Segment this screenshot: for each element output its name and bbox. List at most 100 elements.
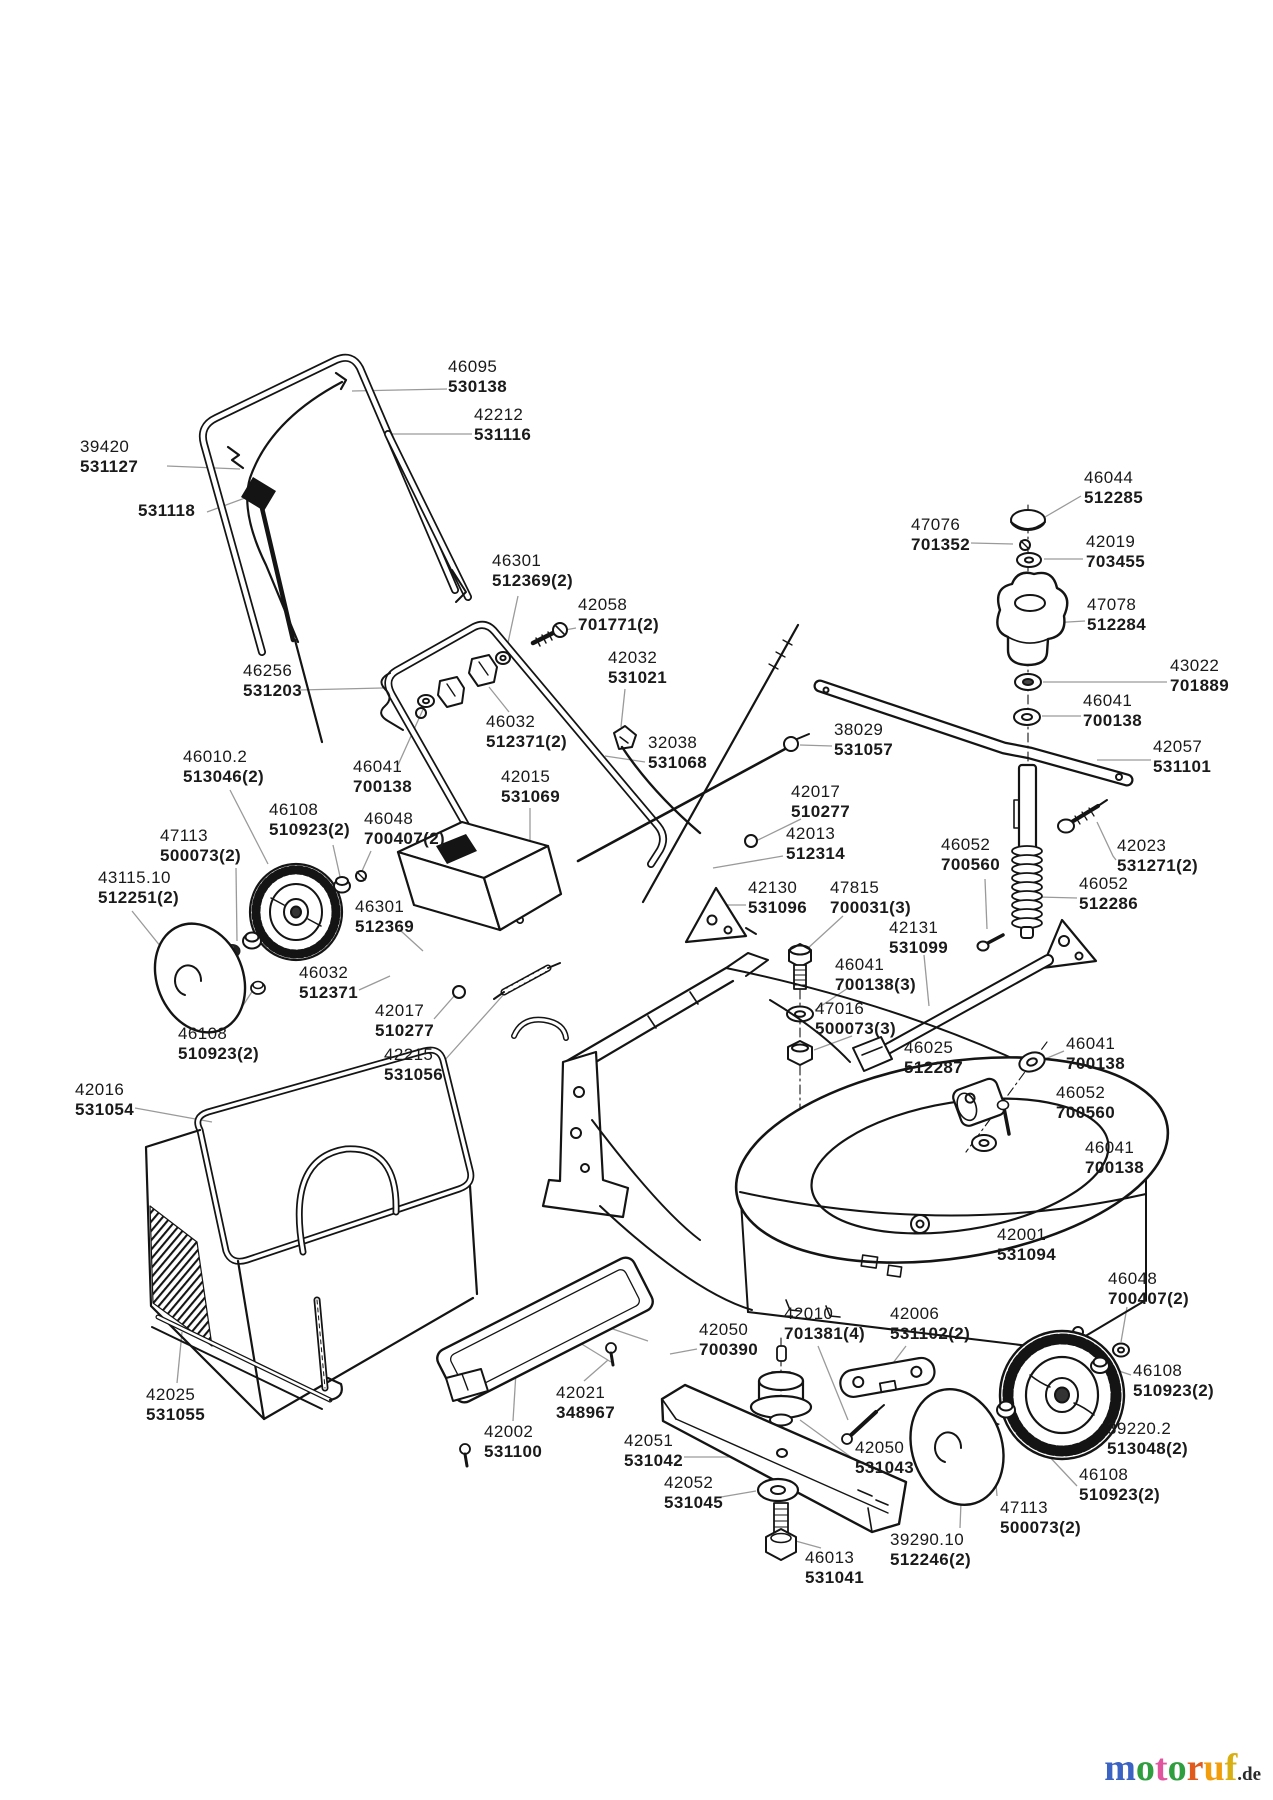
part-order-number: 500073(2) (160, 845, 242, 865)
mower-deck (541, 952, 1170, 1351)
part-code: 46052 (1079, 874, 1129, 893)
part-code: 46048 (364, 809, 414, 828)
part-code: 46032 (299, 963, 349, 982)
part-code: 42016 (75, 1080, 125, 1099)
part-order-number: 531043 (855, 1457, 915, 1477)
part-code: 42052 (664, 1473, 714, 1492)
part-code: 46032 (486, 712, 536, 731)
part-code: 47016 (815, 999, 865, 1018)
part-code: 42021 (556, 1383, 606, 1402)
left-wheel-assembly (153, 862, 367, 1034)
logo-letter: t (1154, 1747, 1168, 1789)
part-code: 42130 (748, 878, 798, 897)
logo-letter: m (1104, 1747, 1136, 1789)
upper-handlebar (198, 353, 472, 744)
deck-spring-hook (493, 962, 569, 1041)
deck-bolt-column (786, 943, 814, 1147)
part-order-number: 531127 (80, 456, 139, 476)
part-code: 39290.10 (890, 1530, 965, 1549)
linkage-brackets (684, 886, 1098, 1072)
part-order-number: 510923(2) (1079, 1484, 1161, 1504)
part-order-number: 531116 (474, 424, 532, 444)
part-code: 46052 (1056, 1083, 1106, 1102)
part-code: 46108 (178, 1024, 228, 1043)
part-order-number: 700138 (1083, 710, 1143, 730)
motoruf-logo[interactable]: motoruf.de (1104, 1749, 1261, 1794)
part-order-number: 701771(2) (578, 614, 660, 634)
part-code: 42051 (624, 1431, 674, 1450)
part-order-number: 512246(2) (890, 1549, 972, 1569)
part-code: 46108 (1079, 1465, 1129, 1484)
part-order-number: 531102(2) (890, 1323, 971, 1343)
part-order-number: 512371(2) (486, 731, 568, 751)
part-order-number: 531096 (748, 897, 808, 917)
part-code: 42212 (474, 405, 524, 424)
part-order-number: 700560 (941, 854, 1001, 874)
part-code: 46108 (1133, 1361, 1183, 1380)
part-order-number: 531203 (243, 680, 303, 700)
mulch-flap (436, 1256, 654, 1468)
part-code: 38029 (834, 720, 884, 739)
part-code: 46010.2 (183, 747, 248, 766)
part-order-number: 531069 (501, 786, 561, 806)
part-order-number: 512369 (355, 916, 415, 936)
part-order-number: 512286 (1079, 893, 1139, 913)
part-code: 32038 (648, 733, 698, 752)
part-code: 42215 (384, 1045, 434, 1064)
part-order-number: 531045 (664, 1492, 724, 1512)
part-order-number: 700031(3) (830, 897, 912, 917)
part-label: 531118 (138, 501, 195, 521)
part-order-number: 700407(2) (364, 828, 446, 848)
part-code: 42050 (855, 1438, 905, 1457)
part-order-number: 701889 (1170, 675, 1230, 695)
part-order-number: 531099 (889, 937, 949, 957)
part-order-number: 512285 (1084, 487, 1144, 507)
part-code: 42006 (890, 1304, 940, 1323)
part-code: 47076 (911, 515, 961, 534)
logo-letter: u (1203, 1747, 1225, 1789)
logo-letter: o (1167, 1747, 1187, 1789)
part-code: 46041 (1066, 1034, 1116, 1053)
lower-handlebar-frame (380, 620, 702, 924)
part-order-number: 701381(4) (784, 1323, 866, 1343)
part-order-number: 531057 (834, 739, 894, 759)
